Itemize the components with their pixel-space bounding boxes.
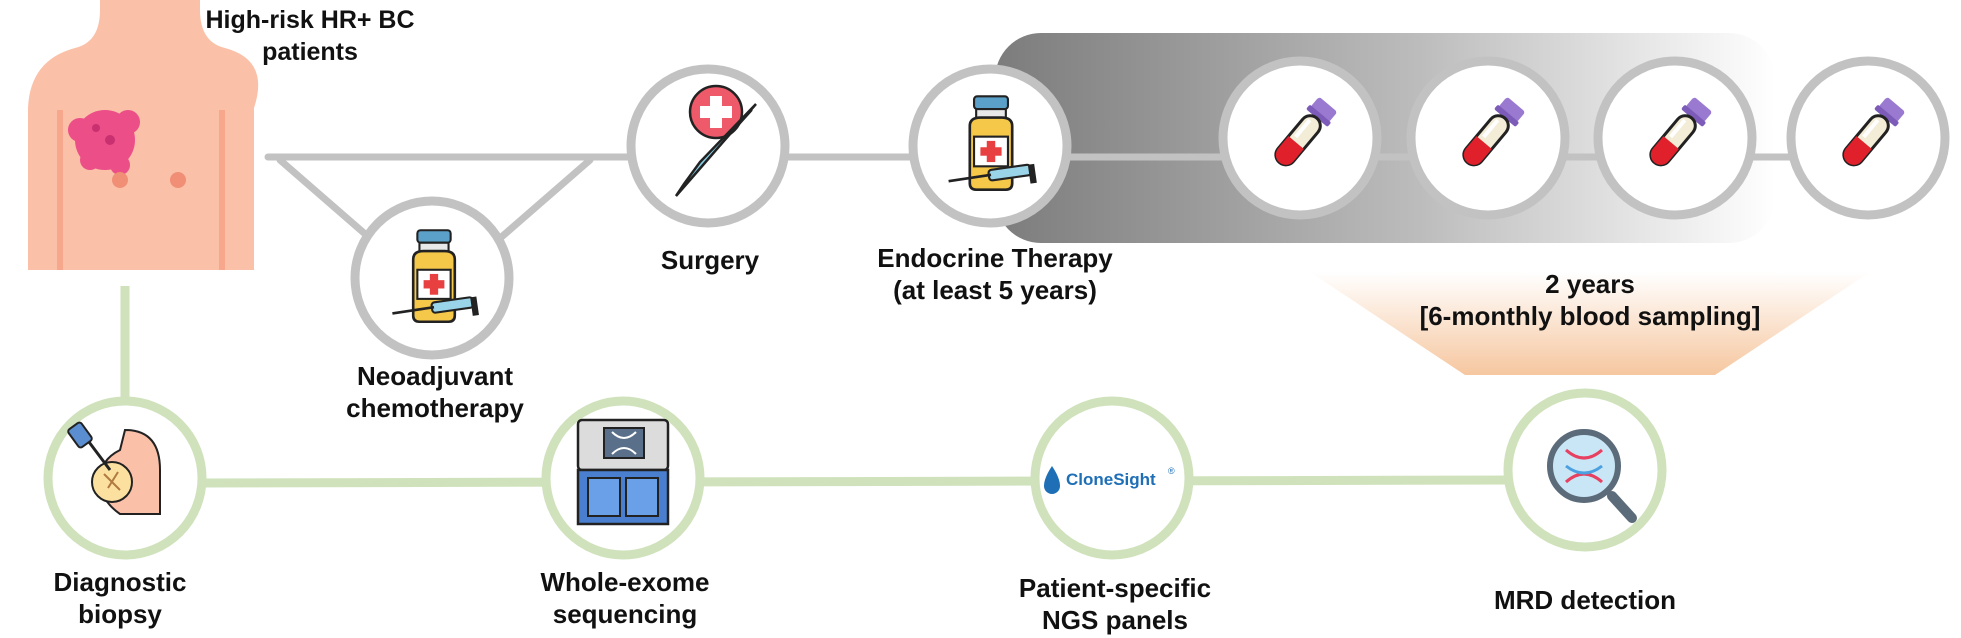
sampling-period-wedge — [1310, 272, 1870, 375]
blood-sample-node — [1218, 56, 1382, 220]
endocrine-label: Endocrine Therapy(at least 5 years) — [877, 243, 1113, 305]
mrd-node — [1503, 388, 1667, 552]
torso-with-tumor-icon — [28, 0, 259, 270]
blood-sampling-timepoints — [1218, 56, 1950, 220]
sampling-label: 2 years[6-monthly blood sampling] — [1419, 269, 1761, 331]
magnified-dna-icon — [1547, 429, 1637, 523]
dna-sequencer-icon — [576, 418, 670, 526]
wes-node — [541, 396, 705, 560]
biopsy-node — [43, 396, 207, 560]
ngs-node: CloneSight ® — [1030, 396, 1194, 560]
blood-sample-node — [1406, 56, 1570, 220]
brand-mark: ® — [1168, 466, 1175, 476]
treatment-period-band — [995, 33, 1775, 243]
scalpel-with-medical-cross-icon — [674, 84, 757, 197]
clonesight-logo: CloneSight ® — [1044, 466, 1175, 494]
mrd-label: MRD detection — [1494, 585, 1676, 615]
blood-sample-node — [1786, 56, 1950, 220]
surgery-node — [626, 64, 790, 228]
neoadjuvant-node — [350, 196, 514, 360]
brand-name: CloneSight — [1066, 470, 1156, 489]
breast-biopsy-needle-icon — [67, 421, 161, 515]
blood-sample-node — [1593, 56, 1757, 220]
bottom-track — [120, 286, 1531, 488]
endocrine-node — [908, 64, 1072, 228]
surgery-label: Surgery — [660, 245, 760, 275]
